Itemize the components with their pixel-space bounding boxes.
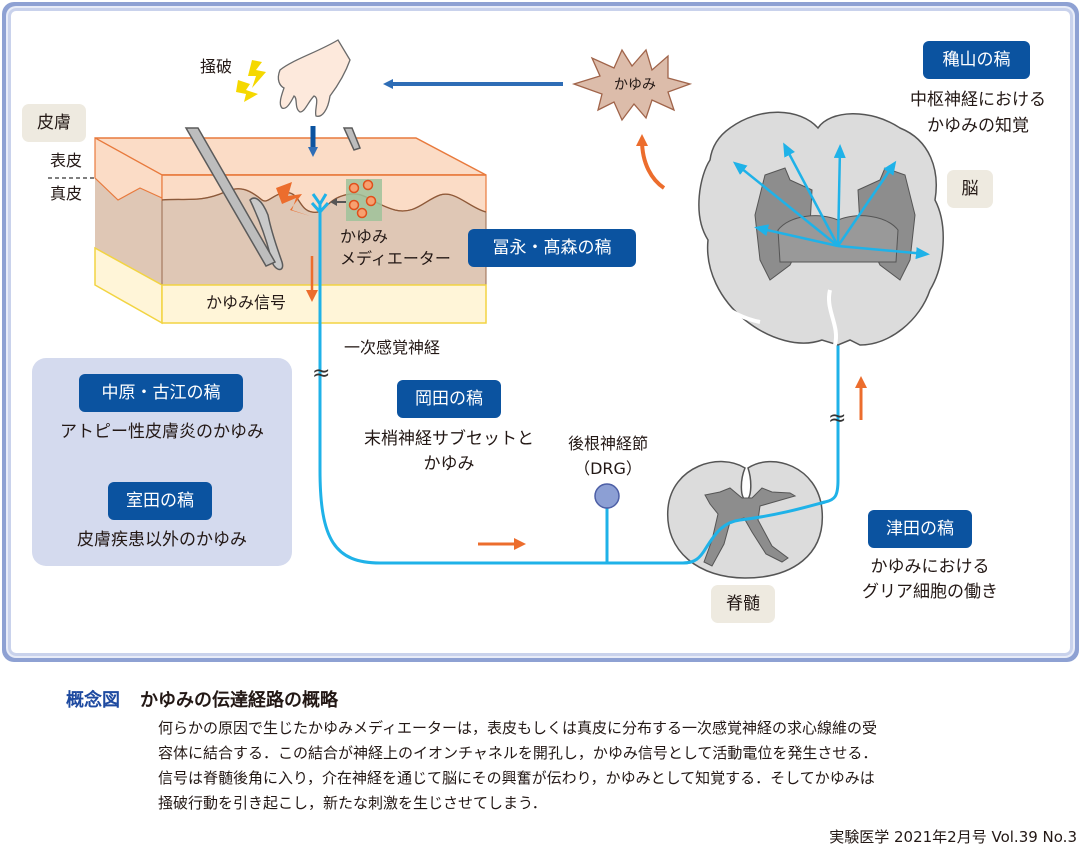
article-badge-tominaga-takamori: 冨永・髙森の稿 xyxy=(468,229,636,267)
mediator-label-line1: かゆみ xyxy=(340,227,389,246)
hair-shaft xyxy=(184,127,277,267)
article-desc-akiyama-line2: かゆみの知覚 xyxy=(927,116,1029,136)
drg-node xyxy=(594,483,620,509)
brain-projection-arrows xyxy=(732,142,930,260)
caption-line: 何らかの原因で生じたかゆみメディエーターは，表皮もしくは真皮に分布する一次感覚神… xyxy=(158,719,877,737)
mediator-particles xyxy=(348,179,377,219)
skin-tag: 皮膚 xyxy=(22,104,86,142)
break-mark-icon-2: ≈ xyxy=(828,406,846,431)
perception-arrow xyxy=(636,134,666,190)
article-desc-okada-line2: かゆみ xyxy=(423,454,475,474)
projection-arrow xyxy=(783,142,840,247)
dermis-label: 真皮 xyxy=(50,184,83,203)
mediator-label-line2: メディエーター xyxy=(340,249,451,268)
projection-arrow xyxy=(836,160,897,247)
spinal-nerve-path xyxy=(682,500,826,565)
projection-arrow xyxy=(754,224,839,248)
skin-top-face xyxy=(94,137,487,176)
itch-burst-label: かゆみ xyxy=(614,77,656,93)
caption-line: 掻破行動を引き起こし，新たな刺激を生じさせてしまう． xyxy=(158,794,547,812)
article-badge-nakahara-furue: 中原・古江の稿 xyxy=(79,374,243,412)
subcutis-front xyxy=(161,284,487,324)
article-badge-murota: 室田の稿 xyxy=(108,482,212,520)
itch-signal-label: かゆみ信号 xyxy=(206,293,287,312)
projection-arrow xyxy=(732,161,839,247)
spark-icon-2 xyxy=(236,80,258,102)
brain-tag: 脳 xyxy=(947,170,993,208)
lightning-icon xyxy=(276,182,310,216)
spinal-cord-tag: 脊髄 xyxy=(711,585,775,623)
caption-line: 容体に結合する．この結合が神経上のイオンチャネルを開孔し，かゆみ信号として活動電… xyxy=(158,744,878,762)
figure-label: 概念図 xyxy=(66,690,120,711)
article-badge-akiyama: 穐山の稿 xyxy=(923,41,1030,79)
primary-sensory-nerve-label: 一次感覚神経 xyxy=(344,338,441,357)
hair-shaft-2 xyxy=(342,127,361,151)
article-desc-nakahara-furue: アトピー性皮膚炎のかゆみ xyxy=(60,422,264,442)
article-desc-tsuda-line1: かゆみにおける xyxy=(870,557,990,577)
diagram-graphics: ≈ ≈ xyxy=(48,39,944,579)
article-desc-murota: 皮膚疾患以外のかゆみ xyxy=(77,530,247,550)
itch-burst-shape xyxy=(571,48,693,122)
skin-block xyxy=(48,127,487,325)
projection-arrow xyxy=(833,144,846,247)
figure-caption-heading: 概念図かゆみの伝達経路の概略 xyxy=(66,686,338,712)
article-badge-tsuda: 津田の稿 xyxy=(868,510,972,548)
projection-arrow xyxy=(837,244,930,260)
drg-label-line2: （DRG） xyxy=(574,459,642,478)
article-desc-tsuda-line2: グリア細胞の働き xyxy=(862,582,998,602)
brain-section xyxy=(698,111,944,346)
caption-line: 信号は脊髄後角に入り，介在神経を通じて脳にその興奮が伝わり，かゆみとして知覚する… xyxy=(158,769,875,787)
spark-icon xyxy=(248,60,266,88)
article-badge-okada: 岡田の稿 xyxy=(397,380,501,418)
epidermis-label: 表皮 xyxy=(50,151,83,170)
hand-icon xyxy=(277,39,351,117)
figure-caption-body: 何らかの原因で生じたかゆみメディエーターは，表皮もしくは真皮に分布する一次感覚神… xyxy=(158,716,1038,816)
article-desc-akiyama-line1: 中枢神経における xyxy=(910,90,1046,110)
break-mark-icon: ≈ xyxy=(312,361,330,386)
article-desc-okada-line1: 末梢神経サブセットと xyxy=(364,429,534,449)
figure-title: かゆみの伝達経路の概略 xyxy=(140,690,338,711)
hair-follicle xyxy=(249,197,284,271)
journal-footer: 実験医学 2021年2月号 Vol.39 No.3 xyxy=(829,828,1077,846)
drg-label-line1: 後根神経節 xyxy=(567,434,648,453)
scratch-label: 掻破 xyxy=(200,57,233,76)
